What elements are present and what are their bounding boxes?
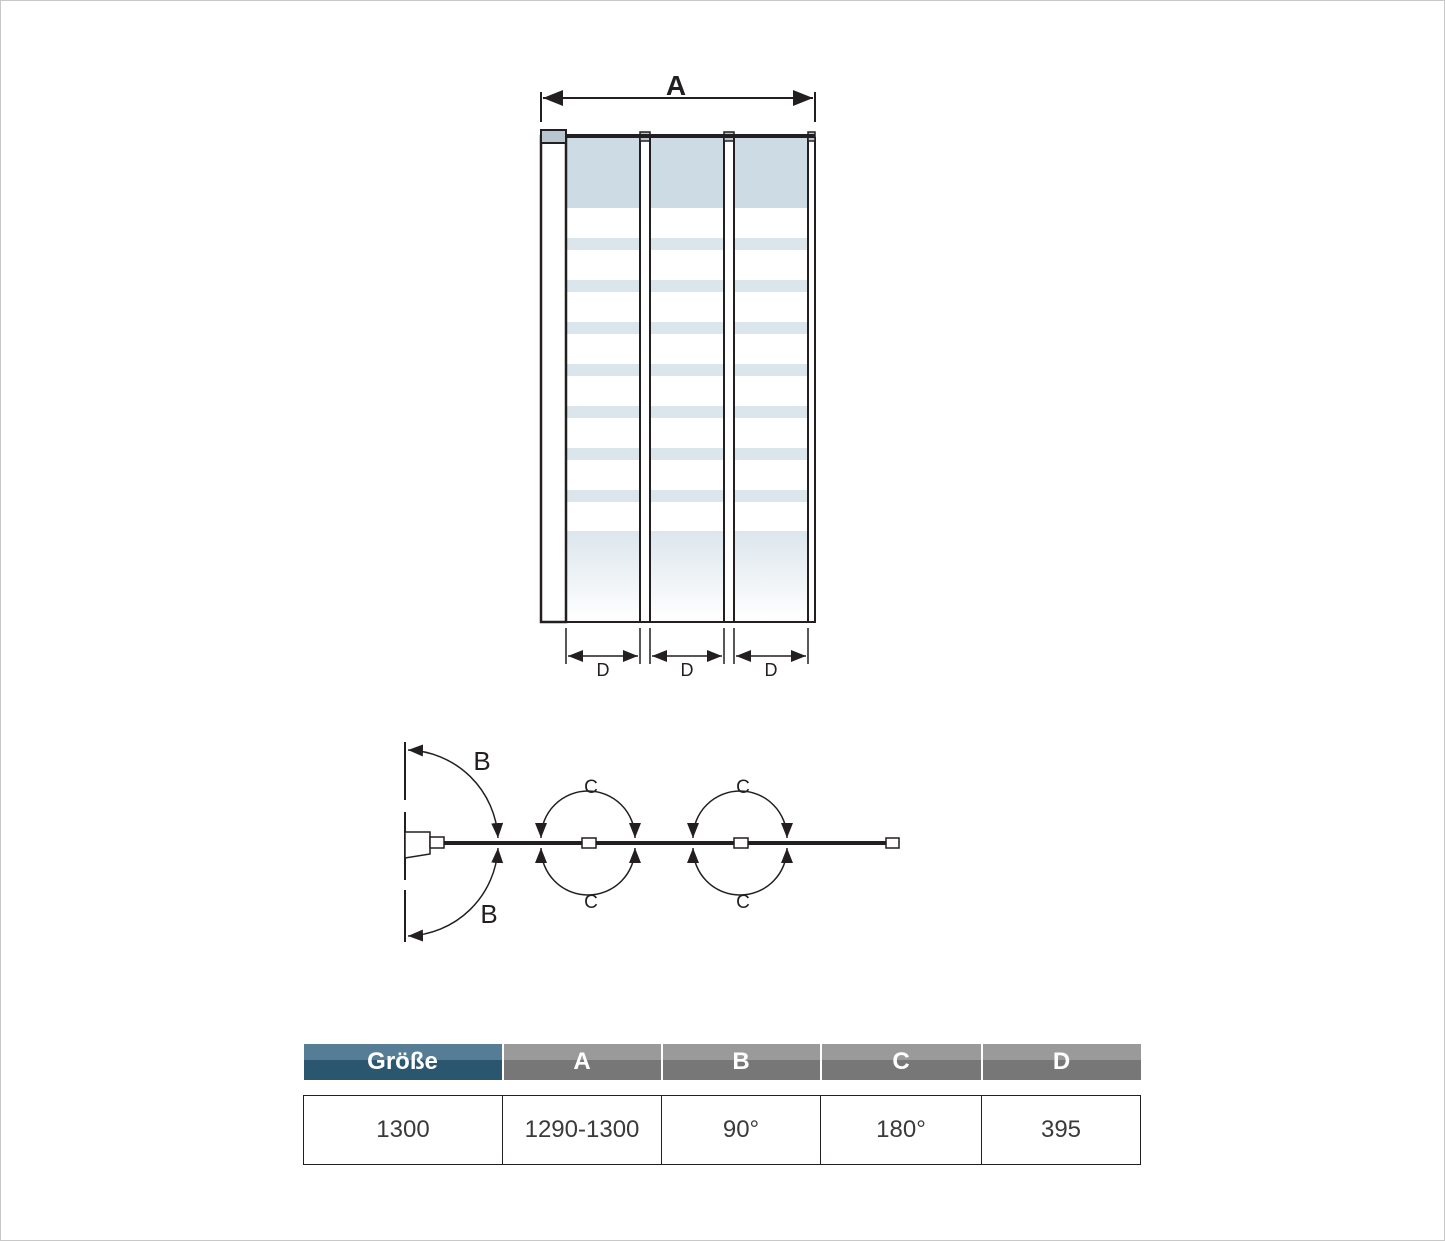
table-gap [304,1080,1141,1096]
arc-c1-bottom [535,847,641,896]
hinge [429,836,445,849]
label-c2-bottom: C [736,892,750,913]
glass-tint-band [566,138,640,208]
label-a: A [666,70,686,101]
glass-stripe [650,448,724,460]
header-c: C [819,1044,982,1080]
arc-c2-bottom [687,847,793,896]
end-cap [885,837,900,849]
glass-stripe [566,280,640,292]
glass-gradient [734,531,808,621]
dimension-a: A [540,70,816,122]
panel-profile [807,137,816,623]
glass-stripe [650,280,724,292]
label-d: D [681,660,694,680]
panel-profile [723,137,735,623]
glass-stripe [734,280,808,292]
glass-stripe [734,448,808,460]
arc-b-top [407,744,504,839]
glass-stripe [650,238,724,250]
header-d: D [980,1044,1141,1080]
label-c1-bottom: C [584,892,598,913]
label-c1-top: C [584,777,598,798]
table-header-row: Größe A B C D [303,1044,1141,1080]
glass-stripe [650,322,724,334]
table-row: 1300 1290-1300 90° 180° 395 [303,1095,1141,1165]
label-d: D [765,660,778,680]
glass-stripe [566,448,640,460]
hinge-block [404,831,431,859]
header-a: A [501,1044,662,1080]
glass-stripe [734,322,808,334]
header-b: B [660,1044,821,1080]
glass-stripe [650,364,724,376]
header-size: Größe [303,1044,503,1080]
wall-profile-cap [540,129,567,144]
glass-stripe [566,238,640,250]
glass-stripe [650,406,724,418]
cell-b: 90° [661,1095,821,1165]
cell-size: 1300 [303,1095,503,1165]
glass-tint-band [734,138,808,208]
label-b-top: B [473,746,490,776]
cell-a: 1290-1300 [502,1095,662,1165]
glass-gradient [566,531,640,621]
cell-c: 180° [820,1095,982,1165]
glass-stripe [734,490,808,502]
glass-stripe [734,406,808,418]
glass-panels [565,131,816,623]
glass-stripe [650,490,724,502]
arc-c1-top [535,790,641,839]
front-view: A D D D [539,70,816,680]
hinge-1 [581,837,597,849]
panel-profile [639,137,651,623]
label-b-bottom: B [480,899,497,929]
glass-stripe [566,364,640,376]
cell-d: 395 [981,1095,1141,1165]
glass-stripe [734,238,808,250]
glass-tint-band [650,138,724,208]
top-view: B B C C C C [404,742,900,942]
glass-stripe [734,364,808,376]
arc-b-bottom [407,847,504,942]
label-d: D [597,660,610,680]
glass-stripe [566,406,640,418]
hinge-2 [733,837,749,849]
glass-stripe [566,322,640,334]
arc-c2-top [687,790,793,839]
glass-gradient [650,531,724,621]
glass-stripe [566,490,640,502]
dimension-table: Größe A B C D 1300 1290-1300 90° 180° 39… [303,1044,1141,1165]
label-c2-top: C [736,777,750,798]
wall-profile [539,134,568,624]
